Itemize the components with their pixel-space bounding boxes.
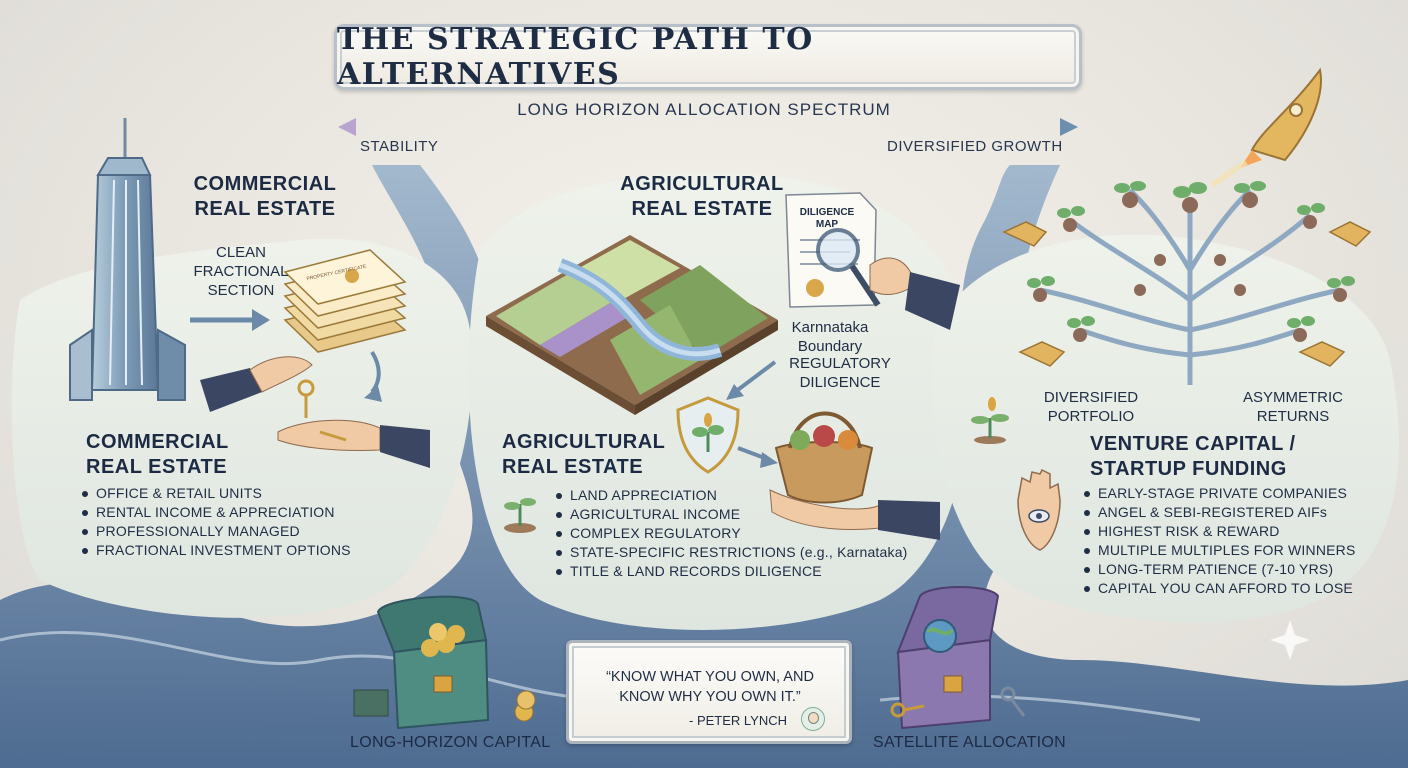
- magnifier-icon: [816, 228, 960, 330]
- diversified-portfolio-label: DIVERSIFIED PORTFOLIO: [1043, 389, 1139, 425]
- money-tree-icon: [1039, 188, 1341, 385]
- regulatory-diligence-label: REGULATORY DILIGENCE: [789, 355, 891, 391]
- asymmetric-returns-label: ASYMMETRIC RETURNS: [1242, 389, 1343, 425]
- satellite-chest-icon: [890, 586, 1026, 730]
- agricultural-top-heading: AGRICULTURAL REAL ESTATE: [620, 173, 784, 220]
- treasure-chest-icon: [353, 595, 536, 730]
- list-item: RENTAL INCOME & APPRECIATION: [78, 503, 351, 522]
- sprout-icon: [504, 498, 536, 533]
- agricultural-bullet-list: LAND APPRECIATION AGRICULTURAL INCOME CO…: [552, 486, 908, 581]
- commercial-bullet-list: OFFICE & RETAIL UNITS RENTAL INCOME & AP…: [78, 484, 351, 560]
- list-item: LONG-TERM PATIENCE (7-10 YRS): [1080, 560, 1356, 579]
- list-item: CAPITAL YOU CAN AFFORD TO LOSE: [1080, 579, 1356, 598]
- list-item: TITLE & LAND RECORDS DILIGENCE: [552, 562, 908, 581]
- author-avatar: [801, 707, 825, 731]
- list-item: PROFESSIONALLY MANAGED: [78, 522, 351, 541]
- list-item: COMPLEX REGULATORY: [552, 524, 908, 543]
- title-banner: THE STRATEGIC PATH TO ALTERNATIVES: [334, 22, 1082, 92]
- gold-sprout-icon: [971, 397, 1009, 444]
- page-title: THE STRATEGIC PATH TO ALTERNATIVES: [337, 22, 814, 92]
- shield-sprout-icon: [676, 396, 740, 474]
- satellite-allocation-label: SATELLITE ALLOCATION: [873, 734, 1067, 751]
- quote-card: “KNOW WHAT YOU OWN, AND KNOW WHY YOU OWN…: [566, 640, 852, 744]
- diligence-map-label: DILIGENCE MAP: [799, 207, 855, 230]
- certificate-stack-icon: [283, 249, 407, 353]
- list-item: LAND APPRECIATION: [552, 486, 908, 505]
- long-horizon-capital-label: LONG-HORIZON CAPITAL: [350, 734, 551, 751]
- spectrum-right-label: DIVERSIFIED GROWTH: [887, 138, 1063, 155]
- venture-heading: VENTURE CAPITAL / STARTUP FUNDING: [1090, 433, 1296, 480]
- eye-hand-icon: [1017, 468, 1061, 551]
- agricultural-heading: AGRICULTURAL REAL ESTATE: [502, 431, 666, 478]
- rocket-icon: [1210, 67, 1322, 188]
- produce-basket-icon: [769, 411, 940, 540]
- list-item: EARLY-STAGE PRIVATE COMPANIES: [1080, 484, 1356, 503]
- key-handover-icon: [200, 356, 430, 468]
- handshake-icons: [1002, 221, 1372, 367]
- commercial-top-heading: COMMERCIAL REAL ESTATE: [193, 173, 337, 220]
- list-item: AGRICULTURAL INCOME: [552, 505, 908, 524]
- commercial-heading: COMMERCIAL REAL ESTATE: [86, 431, 229, 478]
- quote-text: “KNOW WHAT YOU OWN, AND KNOW WHY YOU OWN…: [606, 669, 814, 705]
- quote-author: - PETER LYNCH: [689, 713, 787, 728]
- list-item: HIGHEST RISK & REWARD: [1080, 522, 1356, 541]
- farm-plot-icon: [486, 235, 778, 415]
- list-item: STATE-SPECIFIC RESTRICTIONS (e.g., Karna…: [552, 543, 908, 562]
- skyscraper-icon: [69, 118, 186, 401]
- list-item: ANGEL & SEBI-REGISTERED AIFs: [1080, 503, 1356, 522]
- list-item: MULTIPLE MULTIPLES FOR WINNERS: [1080, 541, 1356, 560]
- karnataka-boundary-label: Karnnataka Boundary: [791, 319, 869, 355]
- fractional-section-label: CLEAN FRACTIONAL SECTION: [193, 244, 289, 299]
- spectrum-label: LONG HORIZON ALLOCATION SPECTRUM: [517, 100, 891, 119]
- list-item: OFFICE & RETAIL UNITS: [78, 484, 351, 503]
- spectrum-left-label: STABILITY: [360, 138, 439, 155]
- venture-bullet-list: EARLY-STAGE PRIVATE COMPANIES ANGEL & SE…: [1080, 484, 1356, 598]
- list-item: FRACTIONAL INVESTMENT OPTIONS: [78, 541, 351, 560]
